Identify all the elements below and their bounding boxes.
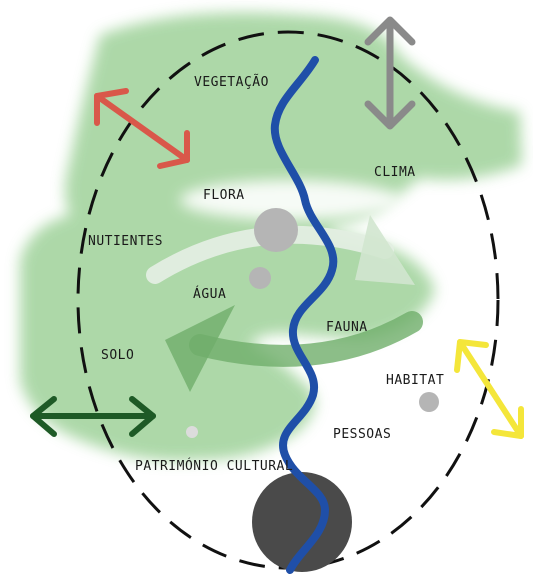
circle-flora xyxy=(254,208,298,252)
label-nutientes: NUTIENTES xyxy=(88,234,163,249)
label-solo: SOLO xyxy=(101,348,134,363)
label-flora: FLORA xyxy=(203,188,245,203)
circle-habitat xyxy=(419,392,439,412)
label-habitat: HABITAT xyxy=(386,373,444,388)
dark-green-double-arrow-icon xyxy=(30,396,156,437)
label-agua: ÁGUA xyxy=(193,286,226,302)
river-line xyxy=(270,56,338,574)
green-zone-band xyxy=(180,180,400,220)
cycle-arrow-upper-head xyxy=(355,215,415,285)
yellow-double-arrow-icon xyxy=(454,339,524,439)
red-double-arrow-icon xyxy=(94,88,190,169)
label-fauna: FAUNA xyxy=(326,320,368,335)
cycle-arrow-lower xyxy=(189,311,423,367)
label-pessoas: PESSOAS xyxy=(333,427,391,442)
label-vegetacao: VEGETAÇÃO xyxy=(194,74,269,90)
label-patrimonio: PATRIMÓNIO CULTURAL xyxy=(135,458,293,474)
circle-agua xyxy=(249,267,271,289)
gray-double-arrow-icon xyxy=(364,16,416,130)
circle-patrimonio xyxy=(186,426,198,438)
label-clima: CLIMA xyxy=(374,165,416,180)
circle-bottom xyxy=(252,472,352,572)
cycle-arrow-lower-head xyxy=(165,305,235,392)
